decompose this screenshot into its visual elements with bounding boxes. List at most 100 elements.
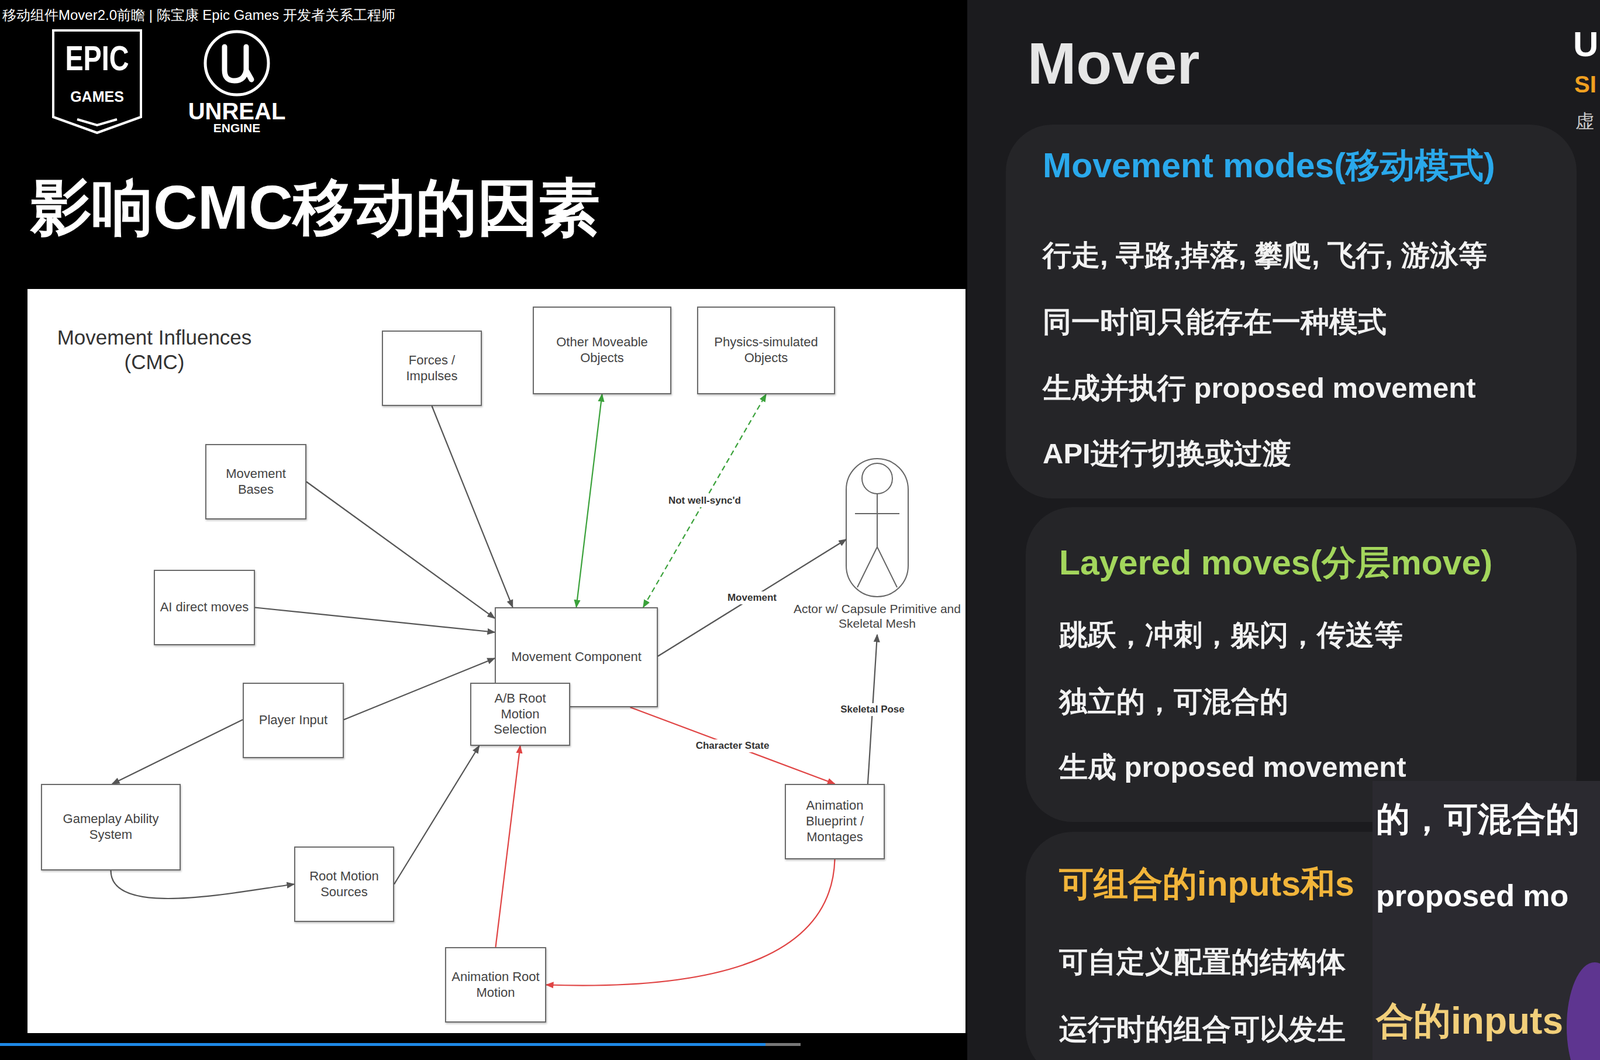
box-text-group: Actor w/ Capsule Primitive and Skeletal … bbox=[791, 601, 963, 631]
box-text-group: Player Input bbox=[259, 712, 328, 729]
connector-arrow bbox=[546, 859, 836, 986]
label-slot: GAMES bbox=[38, 87, 156, 106]
video-title: 移动组件Mover2.0前瞻 | 陈宝康 Epic Games 开发者关系工程师 bbox=[2, 7, 396, 24]
label-slot: EPIC bbox=[38, 37, 156, 80]
panel-line: API进行切换或过渡 bbox=[1042, 436, 1292, 471]
connector-arrow bbox=[112, 719, 243, 784]
unreal-ring bbox=[205, 31, 269, 95]
process-box: Player Input bbox=[242, 682, 344, 758]
edge-fragment: U bbox=[1573, 23, 1599, 66]
box-text: Root Motion Sources bbox=[300, 868, 389, 900]
title-slot: 影响CMC移动的因素 bbox=[30, 167, 600, 250]
connector-arrow bbox=[630, 707, 836, 784]
panel-line: 行走, 寻路,掉落, 攀爬, 飞行, 游泳等 bbox=[1042, 238, 1488, 273]
video-inset: 的，可混合的 proposed mo 合的inputs bbox=[1372, 780, 1600, 1060]
logo-word: GAMES bbox=[38, 87, 156, 106]
capsule-outline bbox=[846, 458, 909, 597]
panel-text-slot: 跳跃，冲刺，躲闪，传送等 bbox=[1059, 617, 1403, 653]
label-slot: ENGINE bbox=[166, 120, 308, 136]
panel-text-slot: 独立的，可混合的 bbox=[1059, 684, 1289, 719]
label-slot: 合的inputs bbox=[1376, 998, 1564, 1044]
label-slot: Movement Influences (CMC) bbox=[31, 325, 278, 375]
slide-title: 影响CMC移动的因素 bbox=[30, 167, 600, 250]
label-slot: U bbox=[1573, 23, 1599, 66]
connector-arrow bbox=[643, 394, 767, 608]
box-text-group: Animation Root Motion bbox=[450, 969, 541, 1001]
edge-label-slot: Movement bbox=[724, 591, 780, 605]
box-text: Movement Component bbox=[511, 649, 642, 665]
process-box: Forces / Impulses bbox=[381, 330, 482, 406]
box-text-group: Movement Component bbox=[511, 649, 642, 665]
box-text-group: AI direct moves bbox=[160, 599, 250, 616]
panel-line: 运行时的组合可以发生 bbox=[1059, 1011, 1346, 1047]
box-text-group: Animation Blueprint / Montages bbox=[790, 797, 879, 845]
panel-text-slot: 同一时间只能存在一种模式 bbox=[1042, 304, 1387, 340]
box-text: Physics-simulated Objects bbox=[702, 334, 830, 367]
edge-label: Skeletal Pose bbox=[840, 703, 905, 716]
logo-word: EPIC bbox=[51, 37, 143, 80]
logo-word: ENGINE bbox=[166, 120, 308, 136]
rounded-panel: Layered moves(分层move) 跳跃，冲刺，躲闪，传送等独立的，可混合… bbox=[1025, 507, 1577, 822]
connector-arrow bbox=[495, 745, 521, 947]
unreal-mark bbox=[224, 46, 252, 81]
process-box: AI direct moves bbox=[153, 569, 255, 646]
panel-line: 生成并执行 proposed movement bbox=[1042, 370, 1477, 406]
edge-label: Movement bbox=[727, 591, 777, 604]
rounded-panel: Movement modes(移动模式) 行走, 寻路,掉落, 攀爬, 飞行, 游… bbox=[1005, 124, 1577, 499]
box-text: Other Moveable Objects bbox=[538, 334, 666, 367]
stick-figure bbox=[854, 493, 900, 588]
box-text: Gameplay Ability System bbox=[46, 811, 175, 843]
box-text-group: Forces / Impulses bbox=[387, 352, 477, 385]
inset-text: 合的inputs bbox=[1376, 998, 1564, 1044]
process-box: Other Moveable Objects bbox=[532, 306, 672, 395]
box-text-group: Movement Bases bbox=[211, 466, 301, 498]
progress-bar bbox=[0, 1042, 766, 1046]
edge-label-slot: Not well-sync'd bbox=[665, 494, 744, 508]
inset-text: 的，可混合的 bbox=[1376, 798, 1580, 840]
label-slot: UNREAL bbox=[166, 97, 308, 126]
panel-text-slot: 可自定义配置的结构体 bbox=[1059, 944, 1346, 979]
label-slot: SI bbox=[1574, 70, 1597, 99]
edge-fragment: SI bbox=[1574, 70, 1597, 99]
process-box: Animation Blueprint / Montages bbox=[784, 783, 885, 860]
panel-text-slot: 运行时的组合可以发生 bbox=[1059, 1011, 1346, 1047]
connector-arrow bbox=[432, 405, 513, 608]
edge-label-slot: Character State bbox=[692, 739, 773, 753]
figure-head bbox=[861, 463, 893, 494]
logo-word: UNREAL bbox=[166, 97, 308, 126]
panel-text-slot: Layered moves(分层move) bbox=[1059, 542, 1493, 584]
box-text-group: Physics-simulated Objects bbox=[702, 334, 830, 367]
label-slot: proposed mo bbox=[1376, 877, 1569, 914]
connector-arrow bbox=[110, 870, 295, 899]
box-text: Player Input bbox=[259, 712, 328, 729]
slide-heading: Mover bbox=[1027, 28, 1200, 99]
panel-line: 生成 proposed movement bbox=[1059, 749, 1407, 785]
box-text-group: Gameplay Ability System bbox=[46, 811, 175, 843]
panel-text-slot: 可组合的inputs和s bbox=[1059, 863, 1355, 905]
connector-arrow bbox=[657, 539, 847, 657]
label-slot: Mover bbox=[1027, 28, 1200, 99]
panel-text-slot: 生成 proposed movement bbox=[1059, 749, 1407, 785]
diagram-heading: Movement Influences (CMC) bbox=[31, 325, 278, 375]
panel-line: 可自定义配置的结构体 bbox=[1059, 944, 1346, 979]
box-text: AI direct moves bbox=[160, 599, 250, 616]
right-slide-ground bbox=[967, 0, 1600, 1060]
panel-heading: Layered moves(分层move) bbox=[1059, 542, 1493, 584]
panel-text-slot: Movement modes(移动模式) bbox=[1042, 145, 1496, 187]
panel-line: 同一时间只能存在一种模式 bbox=[1042, 304, 1387, 340]
epic-chevron bbox=[77, 119, 117, 126]
actor-node: Actor w/ Capsule Primitive and Skeletal … bbox=[789, 457, 965, 635]
box-text: Forces / Impulses bbox=[387, 352, 477, 385]
panel-line: 独立的，可混合的 bbox=[1059, 684, 1289, 719]
panel-line: 跳跃，冲刺，躲闪，传送等 bbox=[1059, 617, 1403, 653]
label-slot: 的，可混合的 bbox=[1376, 798, 1580, 840]
edge-label-slot: Skeletal Pose bbox=[837, 702, 908, 716]
panel-text-slot: 生成并执行 proposed movement bbox=[1042, 370, 1477, 406]
speaker-figure bbox=[1566, 961, 1600, 1060]
connector-arrow bbox=[306, 481, 495, 619]
box-text-group: A/B Root Motion Selection bbox=[476, 690, 565, 738]
label-slot: 虚 bbox=[1575, 109, 1595, 133]
edge-label: Character State bbox=[695, 739, 770, 752]
diagram-panel bbox=[27, 288, 966, 1033]
box-text: A/B Root Motion Selection bbox=[476, 690, 565, 738]
